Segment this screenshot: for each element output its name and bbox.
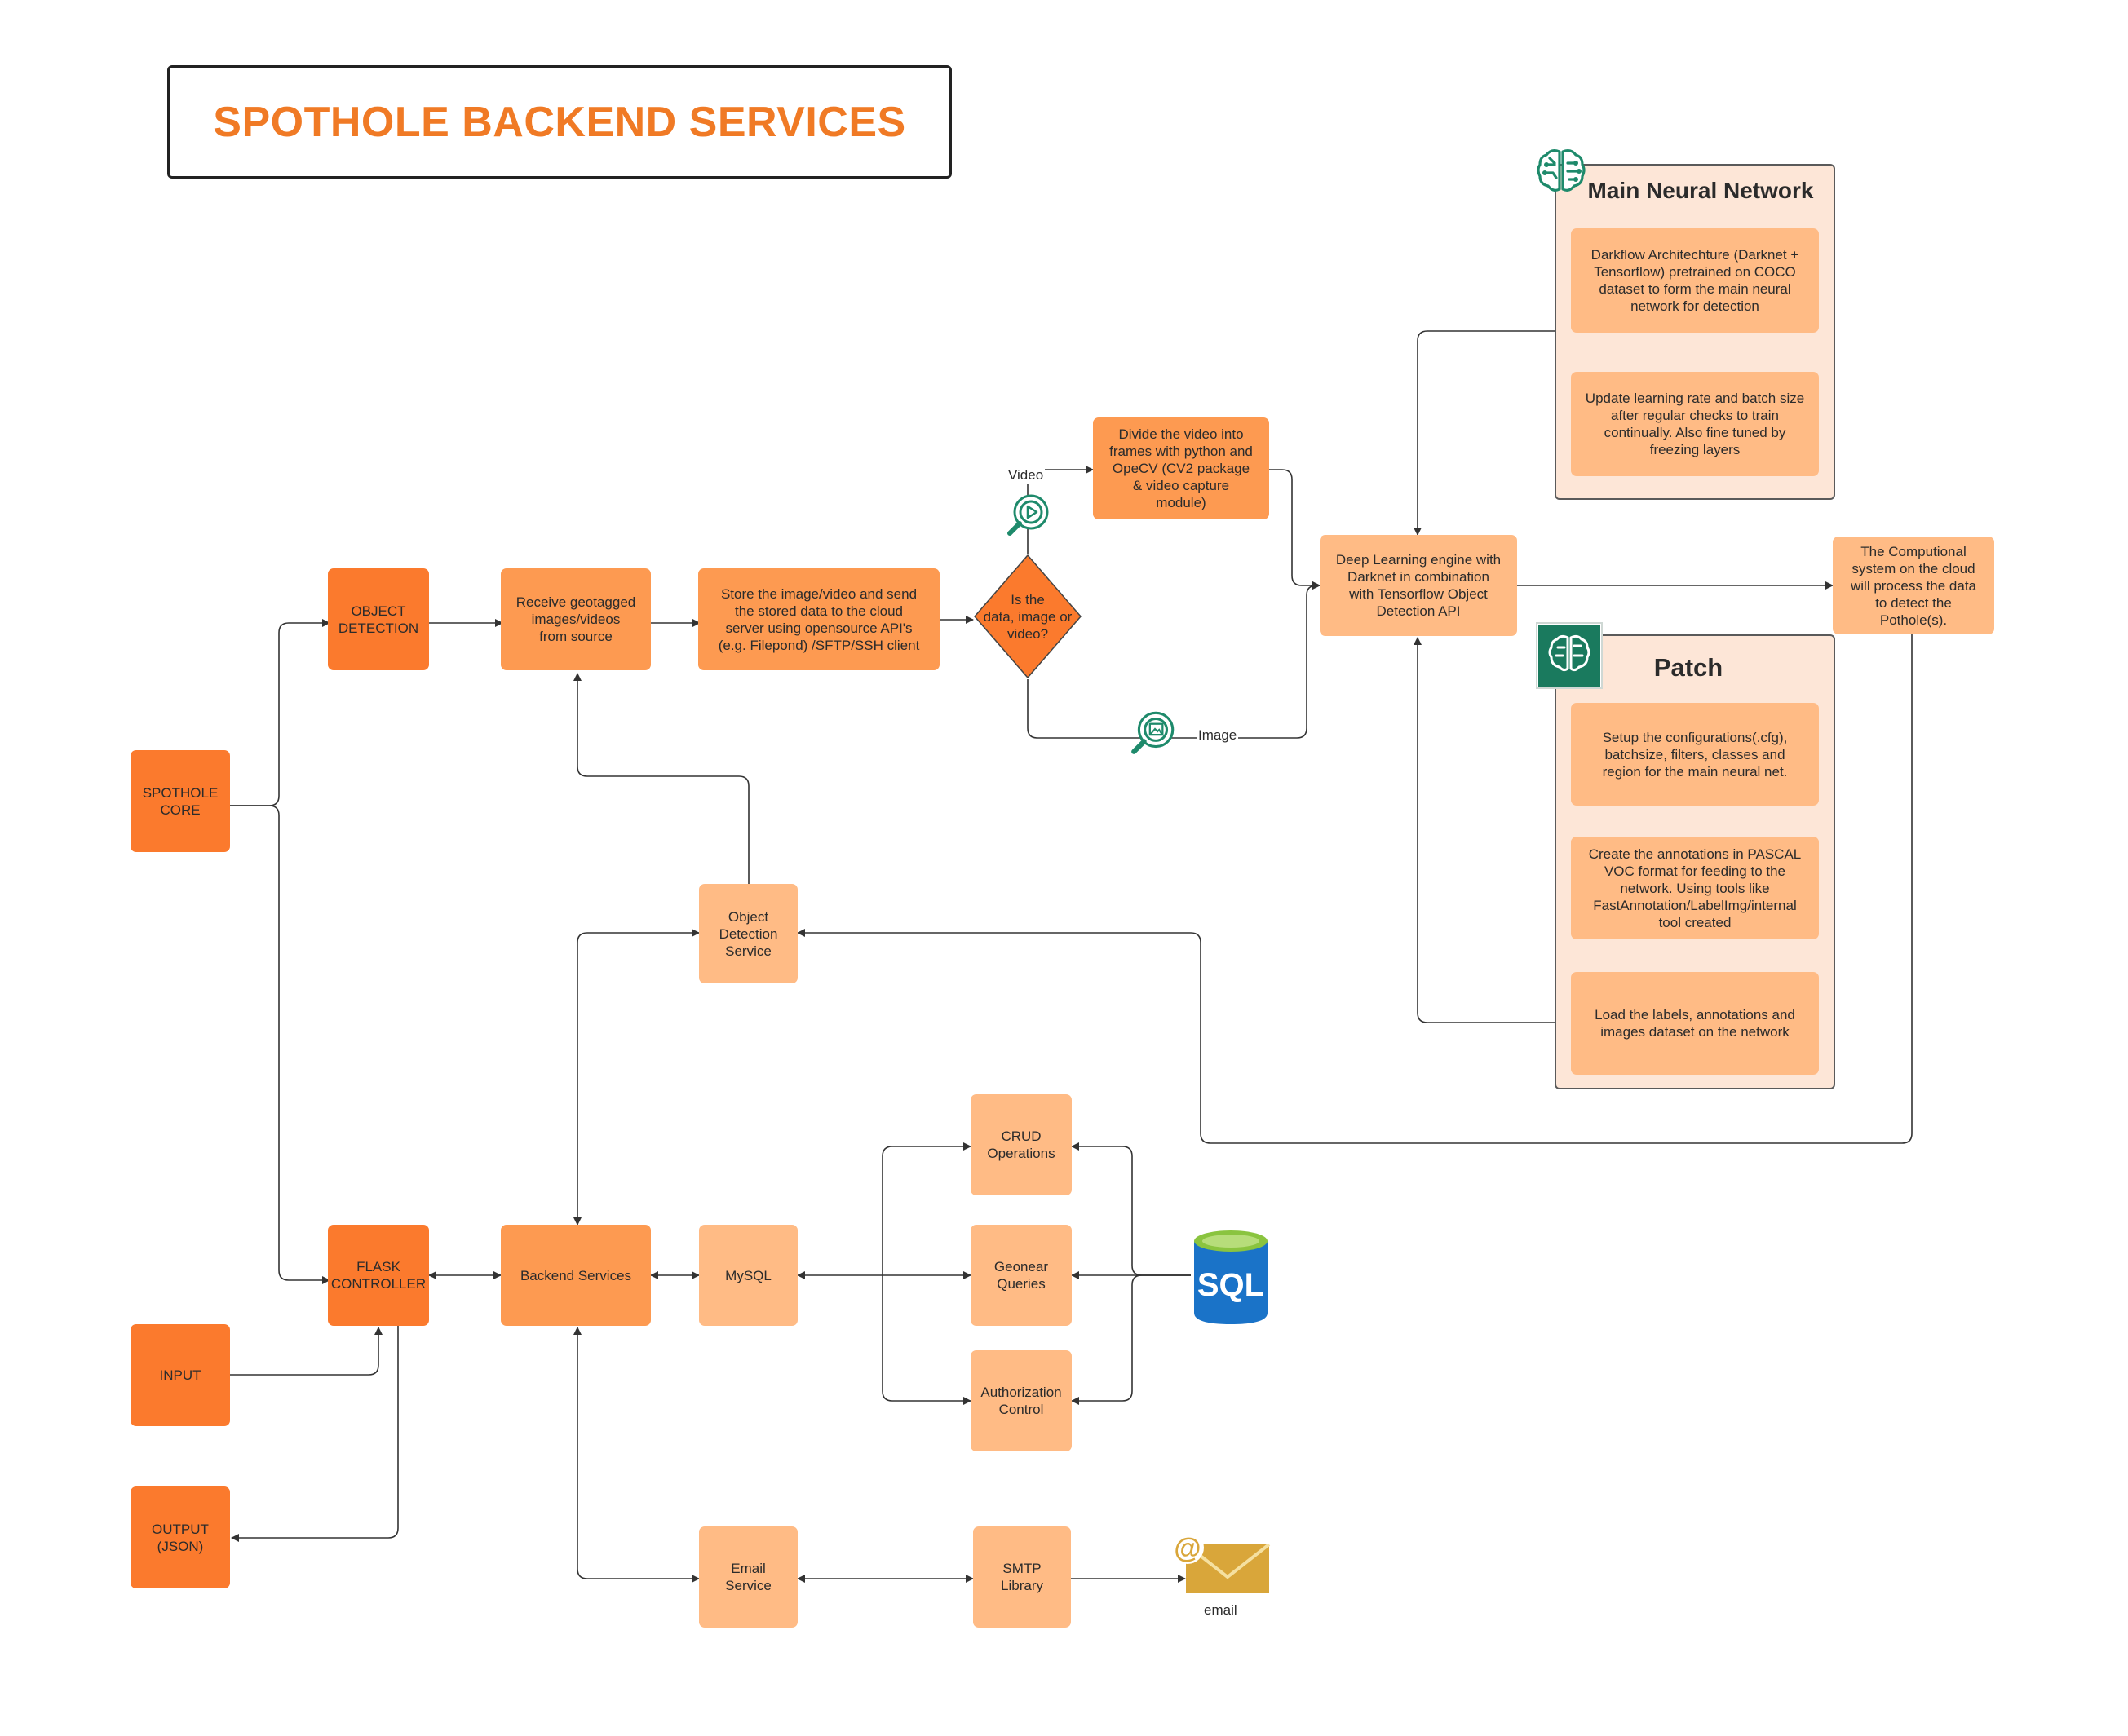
edge-core-to-flask — [230, 805, 330, 1284]
decision-diamond — [974, 554, 1082, 678]
auth-label: Authorization Control — [980, 1385, 1062, 1417]
main-neural-network-title: Main Neural Network — [1587, 178, 1814, 203]
geonear-label: Geonear Queries — [993, 1259, 1049, 1292]
input-label: INPUT — [159, 1367, 201, 1383]
video-edge-label: Video — [1006, 467, 1046, 484]
edge-ods-to-receive — [573, 673, 750, 884]
edge-divide-to-dl — [1269, 469, 1321, 590]
edge-sql-auth — [1071, 1274, 1191, 1405]
object-detection-label: OBJECT DETECTION — [338, 603, 419, 636]
mysql-label: MySQL — [725, 1267, 772, 1283]
update-lr-label: Update learning rate and batch size afte… — [1585, 391, 1805, 457]
dl-engine-label: Deep Learning engine with Darknet in com… — [1335, 552, 1502, 619]
email-at-symbol: @ — [1174, 1533, 1201, 1564]
edge-sql-crud — [1071, 1142, 1191, 1276]
crud-node: CRUD Operations — [971, 1094, 1072, 1195]
flask-label: FLASK CONTROLLER — [330, 1259, 427, 1292]
email-service-label: Email Service — [725, 1561, 772, 1593]
email-service-node: Email Service — [699, 1526, 798, 1628]
darkflow-node: Darkflow Architechture (Darknet + Tensor… — [1571, 228, 1819, 333]
mysql-node: MySQL — [699, 1225, 798, 1326]
setup-config-label: Setup the configurations(.cfg), batchsiz… — [1602, 729, 1788, 780]
annotations-label: Create the annotations in PASCAL VOC for… — [1588, 846, 1802, 930]
edge-input-to-flask — [230, 1327, 383, 1376]
backend-services-node: Backend Services — [501, 1225, 651, 1326]
edge-mysql-crud — [882, 1142, 971, 1275]
patch-title: Patch — [1653, 653, 1723, 682]
smtp-label: SMTP Library — [1001, 1561, 1043, 1593]
sql-database-icon: SQL — [1194, 1230, 1268, 1324]
darkflow-label: Darkflow Architechture (Darknet + Tensor… — [1590, 247, 1799, 314]
auth-node: Authorization Control — [971, 1350, 1072, 1451]
flask-controller-node: FLASK CONTROLLER — [328, 1225, 429, 1326]
load-labels-label: Load the labels, annotations and images … — [1595, 1007, 1795, 1040]
geonear-node: Geonear Queries — [971, 1225, 1072, 1326]
backend-label: Backend Services — [520, 1267, 632, 1283]
spothole-core-label: SPOTHOLE CORE — [142, 784, 219, 818]
input-node: INPUT — [131, 1324, 230, 1426]
edge-decision-image — [1027, 581, 1321, 739]
edge-backend-ods — [573, 929, 700, 1226]
brain-circuit-icon — [1537, 149, 1586, 192]
decision-label: Is the data, image or video? — [983, 591, 1073, 642]
output-label: OUTPUT (JSON) — [152, 1521, 209, 1554]
dl-engine-node: Deep Learning engine with Darknet in com… — [1320, 535, 1517, 636]
store-label: Store the image/video and send the store… — [718, 585, 920, 653]
image-edge-label: Image — [1197, 727, 1239, 744]
setup-config-node: Setup the configurations(.cfg), batchsiz… — [1571, 703, 1819, 806]
store-node: Store the image/video and send the store… — [698, 568, 940, 670]
edge-mysql-auth — [882, 1275, 971, 1405]
edge-core-to-object-detection — [230, 619, 330, 806]
object-detection-node: OBJECT DETECTION — [328, 568, 429, 670]
video-search-icon — [1007, 494, 1049, 536]
load-labels-node: Load the labels, annotations and images … — [1571, 972, 1819, 1075]
smtp-node: SMTP Library — [973, 1526, 1071, 1628]
ods-label: Object Detection Service — [719, 908, 778, 959]
edge-backend-email — [573, 1327, 700, 1583]
crud-label: CRUD Operations — [987, 1129, 1055, 1161]
edge-computational-to-ods — [797, 634, 1913, 1144]
spothole-core-node: SPOTHOLE CORE — [131, 750, 230, 852]
receive-node: Receive geotagged images/videos from sou… — [501, 568, 651, 670]
computational-node: The Computional system on the cloud will… — [1833, 537, 1994, 634]
diagram-title-box: SPOTHOLE BACKEND SERVICES — [167, 65, 952, 179]
divide-video-node: Divide the video into frames with python… — [1093, 417, 1269, 519]
sql-icon-text: SQL — [1197, 1267, 1264, 1303]
computational-label: The Computional system on the cloud will… — [1850, 543, 1977, 628]
email-icon-label: email — [1202, 1602, 1239, 1619]
decision-text-wrap: Is the data, image or video? — [973, 554, 1082, 679]
brain-badge-icon — [1536, 622, 1603, 689]
object-detection-service-node: Object Detection Service — [699, 884, 798, 983]
divide-video-label: Divide the video into frames with python… — [1109, 426, 1253, 510]
annotations-node: Create the annotations in PASCAL VOC for… — [1571, 837, 1819, 939]
email-envelope-icon: @ — [1171, 1531, 1271, 1593]
diagram-title: SPOTHOLE BACKEND SERVICES — [213, 98, 906, 146]
image-search-icon — [1131, 711, 1175, 754]
edge-mainnn-to-dl — [1414, 330, 1555, 536]
receive-label: Receive geotagged images/videos from sou… — [515, 594, 636, 644]
edge-flask-to-output — [231, 1326, 399, 1542]
update-lr-node: Update learning rate and batch size afte… — [1571, 372, 1819, 476]
output-node: OUTPUT (JSON) — [131, 1486, 230, 1588]
edge-load-to-dl — [1414, 637, 1571, 1023]
